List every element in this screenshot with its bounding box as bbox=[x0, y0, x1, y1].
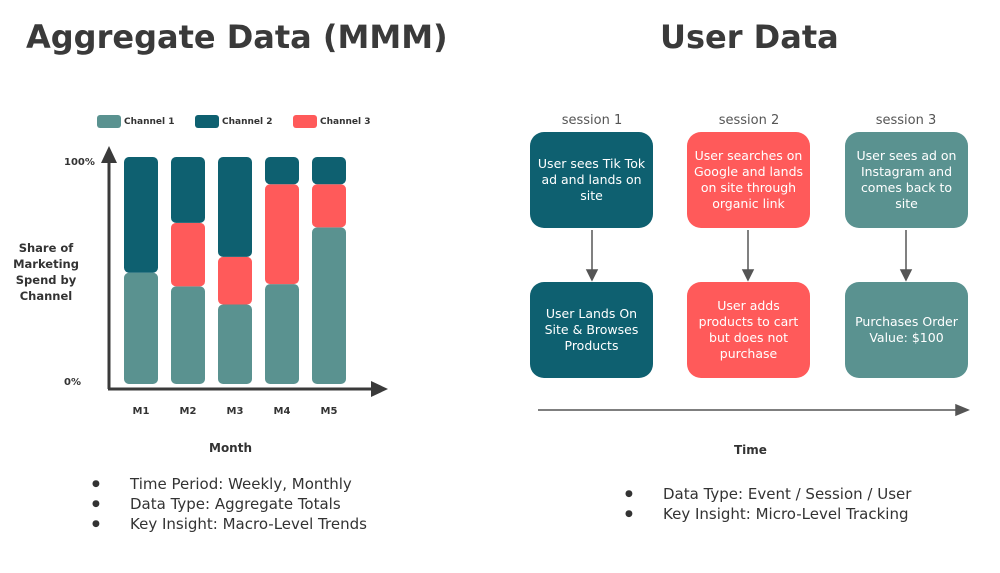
arrow-head-icon bbox=[899, 269, 913, 282]
session-1-event-box: User sees Tik Tok ad and lands on site bbox=[530, 132, 653, 228]
bar-segment-channel-1 bbox=[218, 304, 252, 384]
bullet-item: Key Insight: Macro-Level Trends bbox=[92, 514, 367, 534]
bar-segment-channel-2 bbox=[265, 157, 299, 185]
arrow-head-icon bbox=[741, 269, 755, 282]
bar-segment-channel-1 bbox=[312, 227, 346, 384]
bullet-item: Data Type: Event / Session / User bbox=[625, 484, 911, 504]
bullet-item: Time Period: Weekly, Monthly bbox=[92, 474, 367, 494]
bar-segment-channel-3 bbox=[218, 256, 252, 305]
xtick-label: M5 bbox=[320, 406, 338, 417]
time-label: Time bbox=[734, 443, 767, 457]
time-arrow-icon bbox=[955, 403, 970, 417]
legend-swatch bbox=[195, 115, 219, 128]
bar-segment-channel-1 bbox=[124, 272, 158, 384]
bullet-item: Data Type: Aggregate Totals bbox=[92, 494, 367, 514]
ytick-0: 0% bbox=[64, 377, 81, 388]
legend-item: Channel 3 bbox=[293, 115, 370, 128]
session-3-event-box: User sees ad on Instagram and comes back… bbox=[845, 132, 968, 228]
legend-label: Channel 2 bbox=[222, 116, 273, 127]
xtick-label: M4 bbox=[273, 406, 291, 417]
aggregate-title: Aggregate Data (MMM) bbox=[26, 18, 448, 56]
x-axis-label: Month bbox=[209, 441, 253, 455]
bar-segment-channel-1 bbox=[265, 284, 299, 384]
y-axis-label: Share of Marketing Spend by Channel bbox=[13, 241, 79, 303]
right-bullets: Data Type: Event / Session / User Key In… bbox=[625, 484, 911, 524]
y-axis-arrow-icon bbox=[101, 146, 117, 163]
session-1-outcome-box: User Lands On Site & Browses Products bbox=[530, 282, 653, 378]
arrow-head-icon bbox=[585, 269, 599, 282]
session-label: session 1 bbox=[561, 113, 623, 128]
legend-item: Channel 2 bbox=[195, 115, 272, 128]
legend-label: Channel 3 bbox=[320, 116, 371, 127]
session-2-outcome-box: User adds products to cart but does not … bbox=[687, 282, 810, 378]
bar-segment-channel-2 bbox=[171, 157, 205, 223]
ytick-100: 100% bbox=[64, 157, 95, 168]
session-label: session 2 bbox=[718, 113, 780, 128]
bar-segment-channel-2 bbox=[312, 157, 346, 185]
legend-swatch bbox=[97, 115, 121, 128]
left-bullets: Time Period: Weekly, Monthly Data Type: … bbox=[92, 474, 367, 534]
bar-segment-channel-3 bbox=[265, 184, 299, 285]
xtick-label: M2 bbox=[179, 406, 197, 417]
session-label: session 3 bbox=[875, 113, 937, 128]
session-2-event-box: User searches on Google and lands on sit… bbox=[687, 132, 810, 228]
bar-segment-channel-3 bbox=[312, 184, 346, 228]
bar-segment-channel-2 bbox=[218, 157, 252, 257]
bar-segment-channel-3 bbox=[171, 222, 205, 287]
xtick-label: M1 bbox=[132, 406, 150, 417]
x-axis-arrow-icon bbox=[371, 381, 388, 397]
bullet-item: Key Insight: Micro-Level Tracking bbox=[625, 504, 911, 524]
xtick-label: M3 bbox=[226, 406, 244, 417]
session-3-outcome-box: Purchases Order Value: $100 bbox=[845, 282, 968, 378]
bar-segment-channel-1 bbox=[171, 286, 205, 384]
user-data-title: User Data bbox=[660, 18, 839, 56]
legend-label: Channel 1 bbox=[124, 116, 175, 127]
bar-segment-channel-2 bbox=[124, 157, 158, 273]
legend-swatch bbox=[293, 115, 317, 128]
legend-item: Channel 1 bbox=[97, 115, 174, 128]
